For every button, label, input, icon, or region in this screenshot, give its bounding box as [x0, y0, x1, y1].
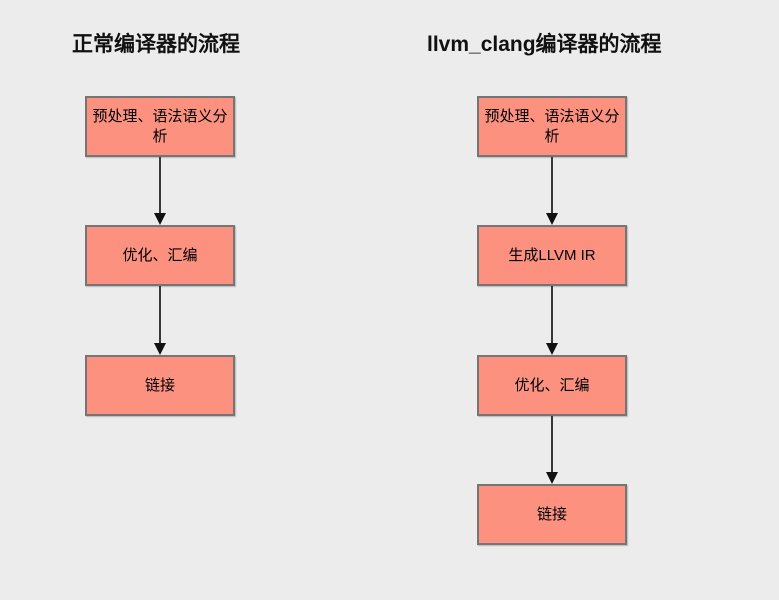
flow-arrow: [154, 157, 166, 225]
node-llvm-link: 链接: [477, 484, 627, 545]
node-label: 优化、汇编: [122, 246, 198, 264]
node-label: 预处理、语法语义分析: [484, 107, 620, 145]
arrow-shaft: [159, 157, 161, 213]
node-normal-optimize-assemble: 优化、汇编: [85, 225, 235, 286]
arrow-shaft: [159, 286, 161, 343]
arrow-shaft: [551, 157, 553, 213]
node-llvm-optimize-assemble: 优化、汇编: [477, 355, 627, 416]
node-llvm-preprocess-parse: 预处理、语法语义分析: [477, 96, 627, 157]
arrow-shaft: [551, 416, 553, 472]
flow-title-llvm-clang-compiler: llvm_clang编译器的流程: [427, 33, 662, 56]
node-label: 优化、汇编: [514, 376, 590, 394]
flow-arrow: [546, 157, 558, 225]
flow-arrow: [546, 416, 558, 484]
arrow-head-icon: [154, 343, 166, 355]
flow-arrow: [546, 286, 558, 355]
node-label: 生成LLVM IR: [508, 246, 596, 264]
node-label: 链接: [144, 376, 175, 394]
node-label: 链接: [536, 505, 567, 523]
flow-title-normal-compiler: 正常编译器的流程: [72, 33, 240, 56]
arrow-head-icon: [154, 213, 166, 225]
arrow-head-icon: [546, 213, 558, 225]
node-label: 预处理、语法语义分析: [92, 107, 228, 145]
arrow-head-icon: [546, 343, 558, 355]
node-normal-link: 链接: [85, 355, 235, 416]
arrow-head-icon: [546, 472, 558, 484]
node-llvm-generate-ir: 生成LLVM IR: [477, 225, 627, 286]
arrow-shaft: [551, 286, 553, 343]
flow-arrow: [154, 286, 166, 355]
node-normal-preprocess-parse: 预处理、语法语义分析: [85, 96, 235, 157]
